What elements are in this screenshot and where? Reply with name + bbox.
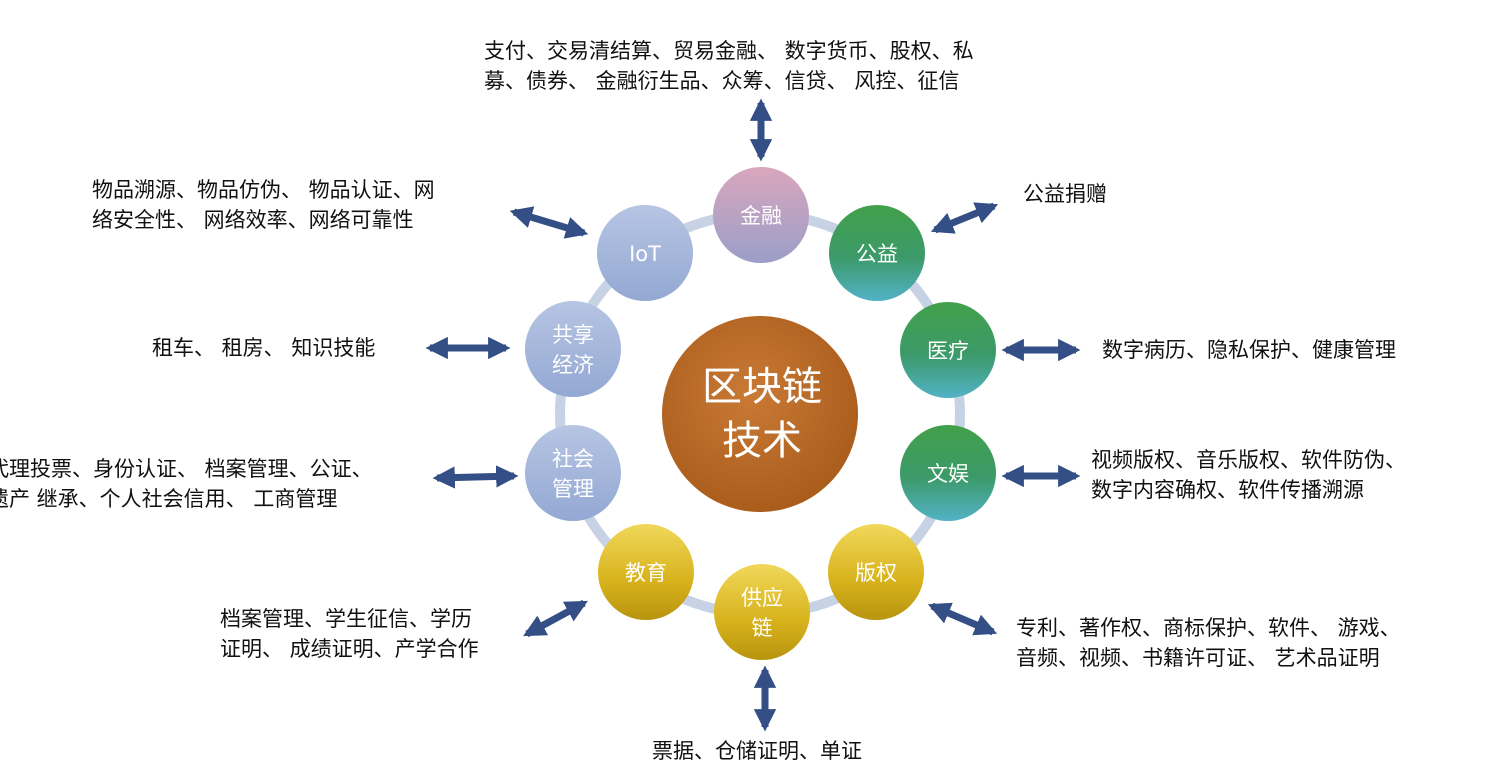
node-sharing-economy: 共享 经济 — [525, 301, 621, 397]
node-copyright: 版权 — [828, 524, 924, 620]
applications-education-line-1: 档案管理、学生征信、学历 — [220, 607, 472, 631]
node-charity: 公益 — [829, 205, 925, 301]
applications-entertainment: 视频版权、音乐版权、软件防伪、 数字内容确权、软件传播溯源 — [1091, 445, 1406, 505]
center-label-line-1: 区块链 — [702, 364, 822, 410]
node-sharing-economy-label-line-1: 共享 — [552, 323, 594, 347]
node-entertainment: 文娱 — [900, 425, 996, 521]
node-finance: 金融 — [713, 167, 809, 263]
applications-entertainment-line-2: 数字内容确权、软件传播溯源 — [1091, 478, 1364, 502]
applications-medical: 数字病历、隐私保护、健康管理 — [1102, 335, 1396, 365]
arrow-social — [432, 465, 519, 489]
node-education: 教育 — [598, 524, 694, 620]
center-node — [662, 316, 858, 512]
arrow-copyright — [927, 602, 998, 636]
node-entertainment-label: 文娱 — [927, 462, 969, 486]
applications-sharing-economy: 租车、 租房、 知识技能 — [152, 333, 375, 363]
center-label-line-2: 技术 — [722, 418, 802, 464]
applications-entertainment-line-1: 视频版权、音乐版权、软件防伪、 — [1091, 448, 1406, 472]
applications-finance-line-2: 募、债券、 金融衍生品、众筹、信贷、 风控、征信 — [484, 69, 960, 93]
node-education-label: 教育 — [625, 561, 667, 585]
applications-iot-line-2: 络安全性、 网络效率、网络可靠性 — [92, 208, 414, 232]
applications-social-management-line-1: 代理投票、身份认证、 档案管理、公证、 — [0, 457, 373, 481]
applications-sharing-economy-line-1: 租车、 租房、 知识技能 — [152, 336, 376, 360]
node-medical: 医疗 — [900, 302, 996, 398]
applications-charity: 公益捐赠 — [1023, 179, 1107, 209]
node-supply-chain-label-line-2: 链 — [752, 616, 773, 640]
applications-social-management-line-2: 遗产 继承、个人社会信用、 工商管理 — [0, 487, 338, 511]
applications-iot: 物品溯源、物品仿伪、 物品认证、网 络安全性、 网络效率、网络可靠性 — [92, 175, 435, 235]
applications-supply-chain-line-1: 票据、仓储证明、单证 — [652, 739, 862, 763]
node-iot-label: IoT — [629, 242, 661, 266]
node-supply-chain: 供应 链 — [714, 564, 810, 660]
arrow-charity — [930, 202, 999, 234]
applications-education: 档案管理、学生征信、学历 证明、 成绩证明、产学合作 — [220, 604, 479, 664]
node-copyright-label: 版权 — [855, 561, 897, 585]
node-charity-label: 公益 — [856, 242, 898, 266]
arrow-iot — [509, 206, 589, 239]
applications-copyright-line-1: 专利、著作权、商标保护、软件、 游戏、 — [1016, 616, 1401, 640]
applications-finance-line-1: 支付、交易清结算、贸易金融、 数字货币、股权、私 — [484, 39, 974, 63]
applications-supply-chain: 票据、仓储证明、单证 — [652, 736, 862, 766]
applications-charity-line-1: 公益捐赠 — [1023, 182, 1107, 206]
applications-education-line-2: 证明、 成绩证明、产学合作 — [220, 637, 479, 661]
applications-social-management: 代理投票、身份认证、 档案管理、公证、 遗产 继承、个人社会信用、 工商管理 — [0, 454, 373, 514]
node-iot: IoT — [597, 205, 693, 301]
applications-iot-line-1: 物品溯源、物品仿伪、 物品认证、网 — [92, 178, 435, 202]
node-social-management: 社会 管理 — [525, 425, 621, 521]
node-finance-label: 金融 — [740, 204, 782, 228]
applications-copyright-line-2: 音频、视频、书籍许可证、 艺术品证明 — [1016, 646, 1380, 670]
applications-finance: 支付、交易清结算、贸易金融、 数字货币、股权、私 募、债券、 金融衍生品、众筹、… — [484, 36, 974, 96]
node-supply-chain-label-line-1: 供应 — [741, 586, 783, 610]
node-social-management-label-line-2: 管理 — [552, 477, 594, 501]
node-sharing-economy-label-line-2: 经济 — [552, 353, 594, 377]
arrow-education — [523, 599, 588, 638]
node-social-management-label-line-1: 社会 — [552, 447, 594, 471]
applications-medical-line-1: 数字病历、隐私保护、健康管理 — [1102, 338, 1396, 362]
node-medical-label: 医疗 — [927, 339, 969, 363]
applications-copyright: 专利、著作权、商标保护、软件、 游戏、 音频、视频、书籍许可证、 艺术品证明 — [1016, 613, 1401, 673]
